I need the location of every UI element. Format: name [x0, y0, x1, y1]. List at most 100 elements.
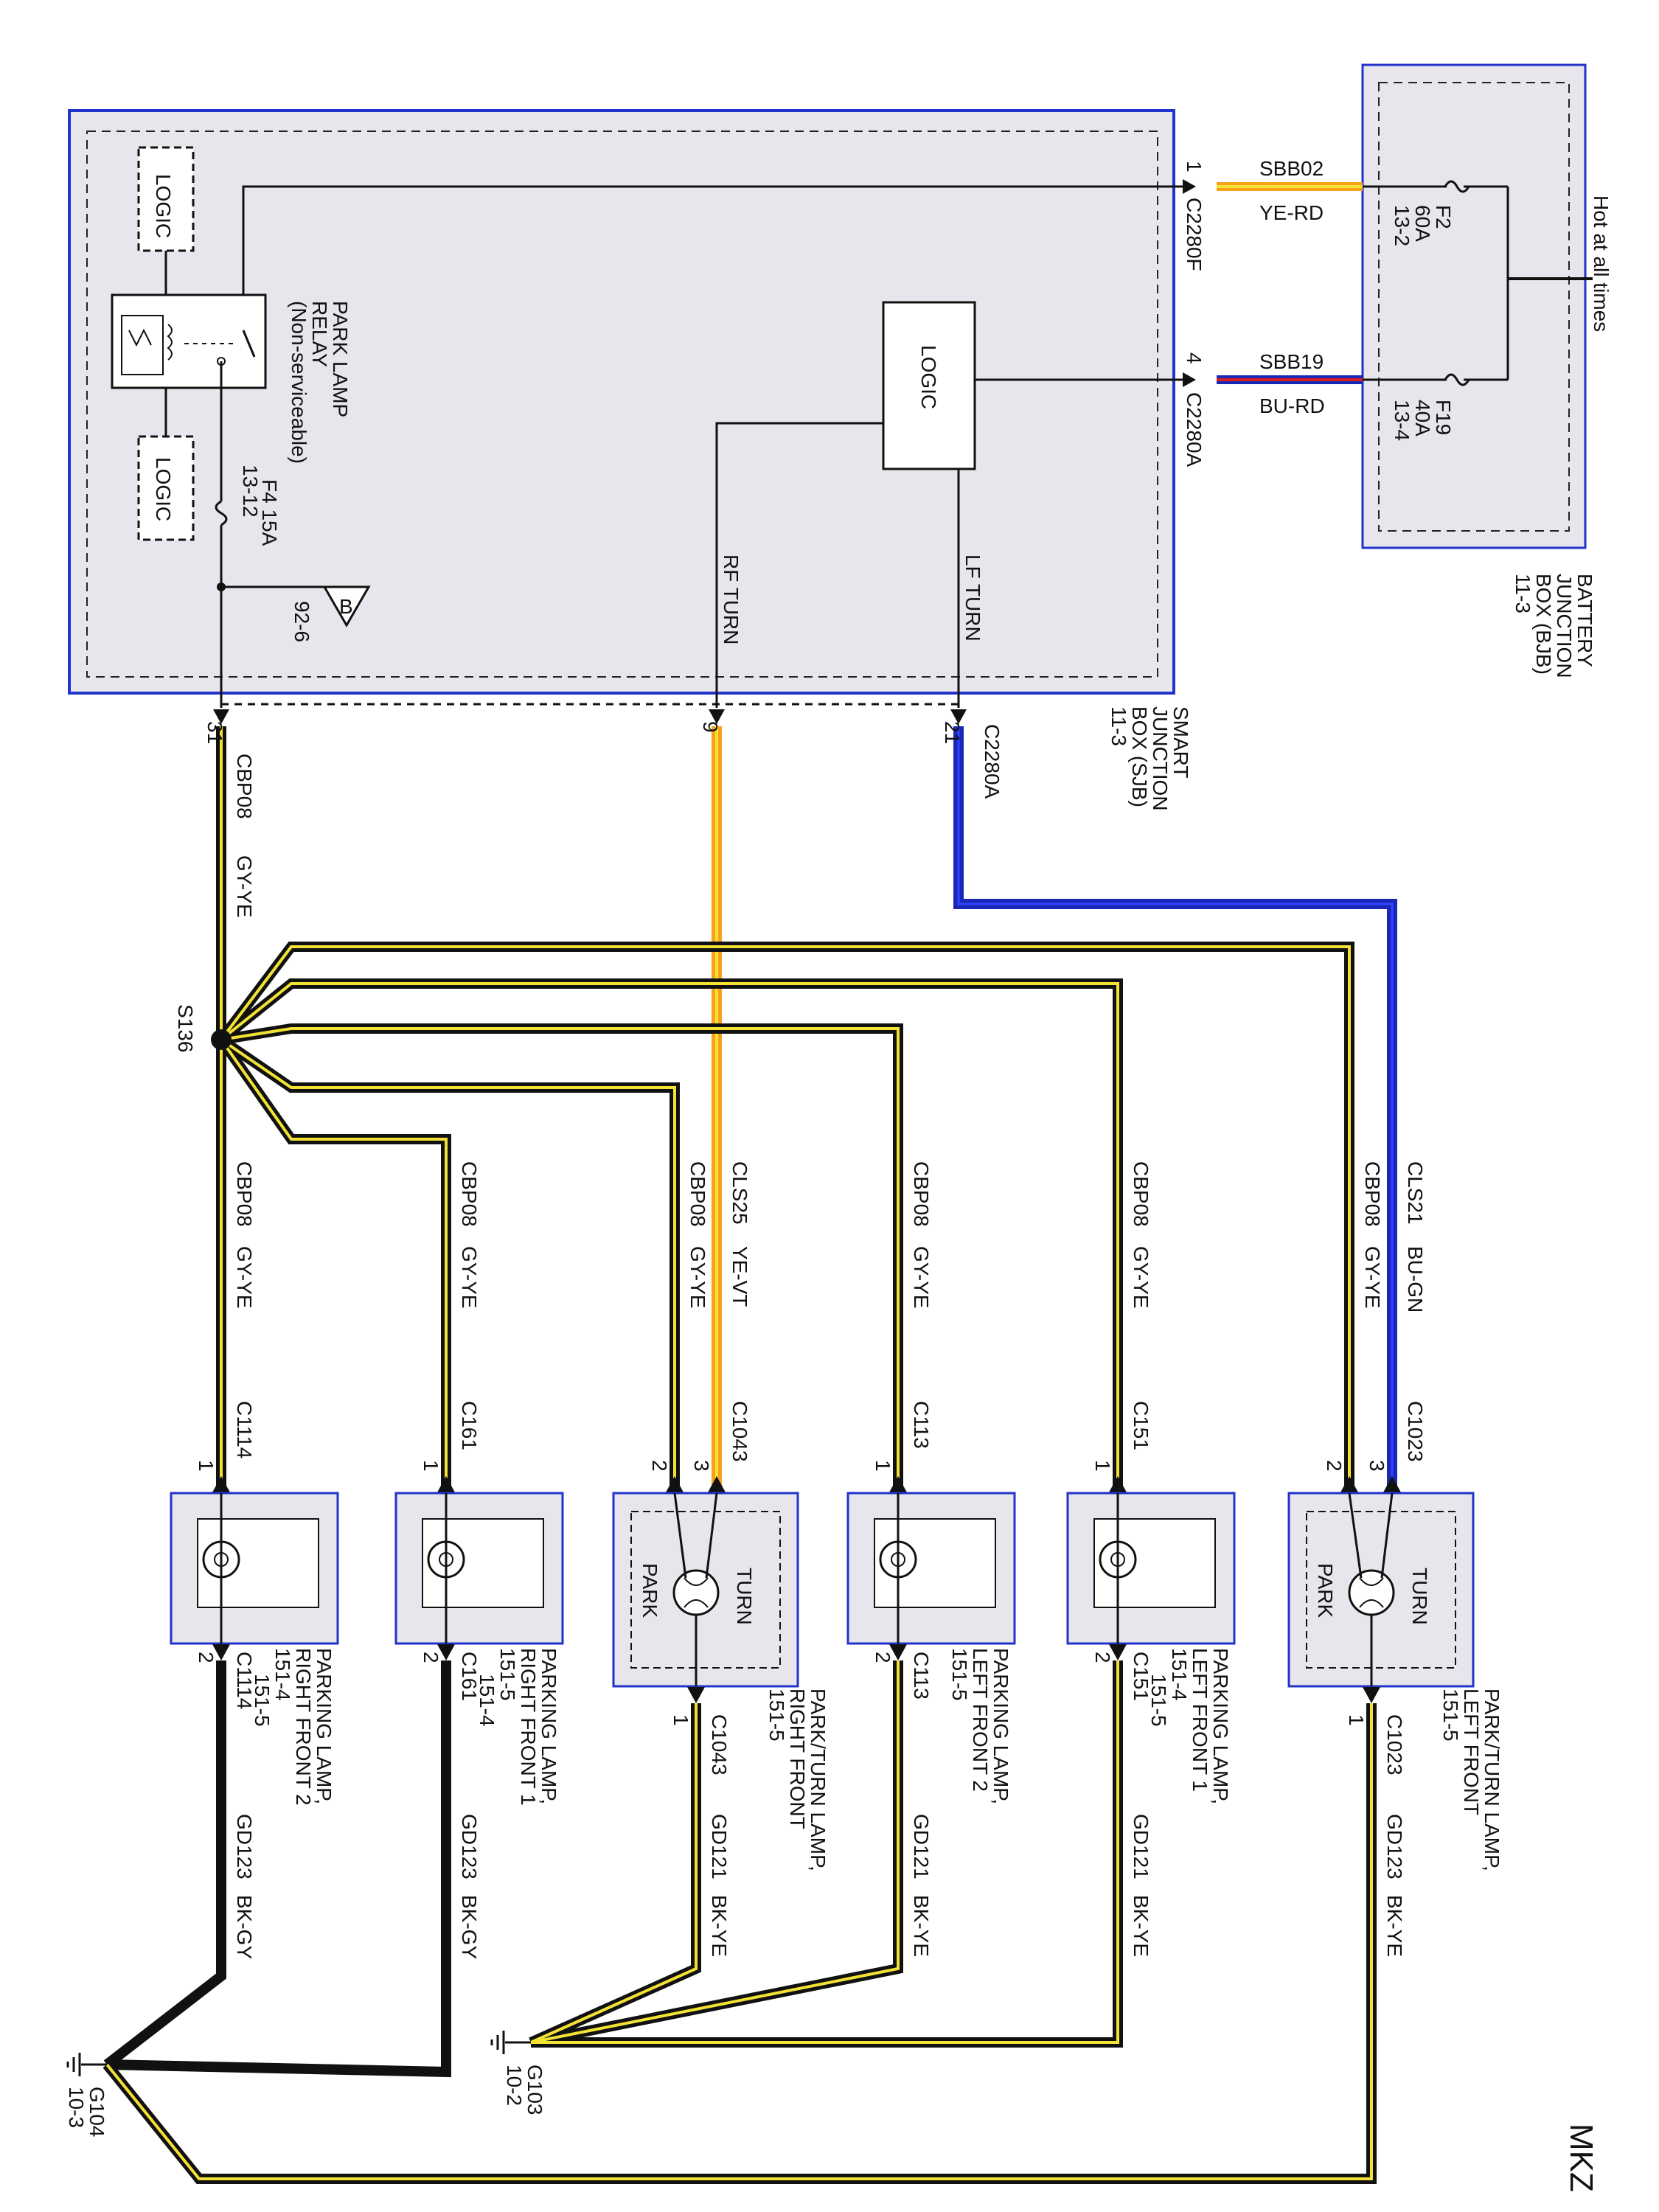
branch-c113-circuit: CBP08 [910, 1161, 933, 1227]
branch-c151-connector: C151 [1130, 1401, 1152, 1450]
sjb-label: SMART JUNCTION BOX (SJB) 11-3 [1107, 706, 1192, 811]
logic-top-label: LOGIC [152, 174, 175, 238]
svg-text:60A: 60A [1411, 205, 1434, 242]
fuse-f2-label: F2 60A 13-2 [1391, 205, 1455, 246]
branch-cls25-pin: 3 [690, 1460, 713, 1472]
lamp-rfpt-name-1: PARK/TURN LAMP, [807, 1688, 830, 1871]
c2280a-connector: C2280A [1183, 392, 1206, 467]
sbb19-circuit: SBB19 [1259, 350, 1324, 373]
lf-park-label: PARK [1314, 1563, 1337, 1618]
lamp-rfpt-out-connector: C1043 [708, 1714, 731, 1775]
c2280a-pin: 4 [1183, 352, 1206, 364]
lamp-lf1-name-1: PARKING LAMP, [1209, 1648, 1232, 1804]
branch-cls21-pin: 3 [1366, 1460, 1388, 1472]
lf-turn-label: LF TURN [961, 554, 984, 641]
lamp-lfpt-ground-circuit: GD123 [1383, 1814, 1406, 1879]
lamp-rf1-name-1: PARKING LAMP, [538, 1648, 560, 1804]
svg-text:11-3: 11-3 [1512, 574, 1534, 613]
ground-wires-g103 [102, 1660, 1377, 2184]
lamp-lf2-ground-circuit: GD121 [910, 1814, 933, 1879]
lamp-lfpt-name-2: LEFT FRONT [1460, 1688, 1483, 1815]
sbb02-circuit: SBB02 [1259, 157, 1324, 180]
svg-text:11-3: 11-3 [1107, 706, 1130, 746]
branch-c151-pin: 1 [1091, 1460, 1114, 1472]
battery-junction-box [1361, 63, 1593, 549]
parking-lamp-right-front-1 [394, 1492, 564, 1645]
c2280f-connector: C2280F [1183, 198, 1206, 271]
branch-c113-pin: 1 [872, 1460, 894, 1472]
logic-bottom-label: LOGIC [152, 457, 175, 521]
svg-text:F2: F2 [1432, 205, 1455, 229]
lamp-lf2-ground-color: BK-YE [910, 1895, 933, 1957]
logic-main-label: LOGIC [917, 345, 940, 409]
parking-lamp-left-front-1 [1066, 1492, 1236, 1645]
lamp-rf2-name-3: 151-4 [271, 1648, 294, 1701]
lamp-rf2-out-pin: 2 [195, 1652, 218, 1663]
pin-21: 21 [941, 721, 964, 744]
lamp-rf1-out-connector: C161 [458, 1652, 481, 1701]
svg-text:BATTERY: BATTERY [1573, 574, 1596, 667]
branch-cls21-circuit: CLS21 [1404, 1161, 1427, 1225]
svg-text:BOX (SJB): BOX (SJB) [1128, 706, 1151, 807]
branch-c1023-connector: C1023 [1404, 1401, 1427, 1462]
lamp-lf1-ground-circuit: GD121 [1130, 1814, 1152, 1879]
ground-b-letter: B [339, 595, 353, 618]
lamp-lf1-out-connector: C151 [1130, 1652, 1152, 1701]
rf-turn-label: RF TURN [720, 554, 742, 644]
svg-text:40A: 40A [1411, 400, 1434, 437]
c2280f-pin: 1 [1183, 161, 1206, 173]
pin-9: 9 [699, 721, 722, 733]
c2280a-bottom-connector: C2280A [981, 724, 1004, 799]
splice-label: S136 [174, 1004, 197, 1052]
lamp-rfpt-name-3: 151-5 [765, 1688, 788, 1742]
lamp-lf2-name-3: 151-5 [948, 1648, 971, 1701]
svg-text:13-2: 13-2 [1391, 205, 1413, 246]
park-turn-lamp-left-front [1287, 1492, 1475, 1688]
branch-c161-circuit: CBP08 [458, 1161, 481, 1227]
svg-text:13-4: 13-4 [1391, 400, 1413, 441]
svg-text:SMART: SMART [1169, 706, 1192, 779]
branch-c161-connector: C161 [458, 1401, 481, 1450]
rf-park-label: PARK [639, 1563, 661, 1618]
smart-junction-box [68, 109, 1196, 724]
branch-c1114-pin: 1 [195, 1460, 218, 1472]
ground-g104-ref: 10-3 [65, 2087, 88, 2128]
lamp-lfpt-out-pin: 1 [1345, 1714, 1368, 1726]
main-circuit: CBP08 [233, 754, 256, 819]
lamp-rf1-ground-circuit: GD123 [458, 1814, 481, 1879]
parking-lamp-left-front-2 [846, 1492, 1016, 1645]
hot-at-all-times-label: Hot at all times [1590, 195, 1613, 332]
ground-g104-name: G104 [86, 2087, 108, 2138]
model-label: MKZ [1563, 2124, 1599, 2192]
lamp-lf1-ground-color: BK-YE [1130, 1895, 1152, 1957]
lamp-rf1-name-4: 151-4 [476, 1674, 498, 1727]
branch-c161-color: GY-YE [458, 1246, 481, 1309]
lamp-rf2-name-4: 151-5 [251, 1674, 274, 1727]
branch-c1043-pin: 2 [648, 1460, 671, 1472]
ground-g103-name: G103 [524, 2065, 546, 2115]
lamp-rf1-ground-color: BK-GY [458, 1895, 481, 1959]
ground-b-ref: 92-6 [291, 601, 313, 642]
splice-s136 [211, 1029, 232, 1050]
branch-c1023-pin: 2 [1323, 1460, 1346, 1472]
lamp-rf2-ground-circuit: GD123 [233, 1814, 256, 1879]
lamp-rf2-out-connector: C1114 [233, 1652, 256, 1709]
pin-31: 31 [204, 721, 226, 744]
splice-branches [216, 942, 1354, 1493]
branch-c1043-circuit: CBP08 [686, 1161, 709, 1227]
branch-c151-circuit: CBP08 [1130, 1161, 1152, 1227]
lamp-rfpt-ground-circuit: GD121 [708, 1814, 731, 1879]
branch-cls25-color: YE-VT [728, 1246, 751, 1307]
lamp-lf1-name-2: LEFT FRONT 1 [1189, 1648, 1211, 1792]
wire-cls21 [953, 726, 1397, 1493]
branch-c161-pin: 1 [420, 1460, 442, 1472]
svg-text:JUNCTION: JUNCTION [1149, 706, 1172, 811]
lamp-lf1-name-3: 151-4 [1168, 1648, 1191, 1701]
branch-c1114-color: GY-YE [233, 1246, 256, 1309]
branch-c1043-color: GY-YE [686, 1246, 709, 1309]
lamp-rf1-name-3: 151-5 [496, 1648, 519, 1701]
svg-text:BOX (BJB): BOX (BJB) [1532, 574, 1555, 675]
relay-label-2: RELAY [308, 301, 331, 367]
sbb02-color: YE-RD [1259, 201, 1324, 224]
